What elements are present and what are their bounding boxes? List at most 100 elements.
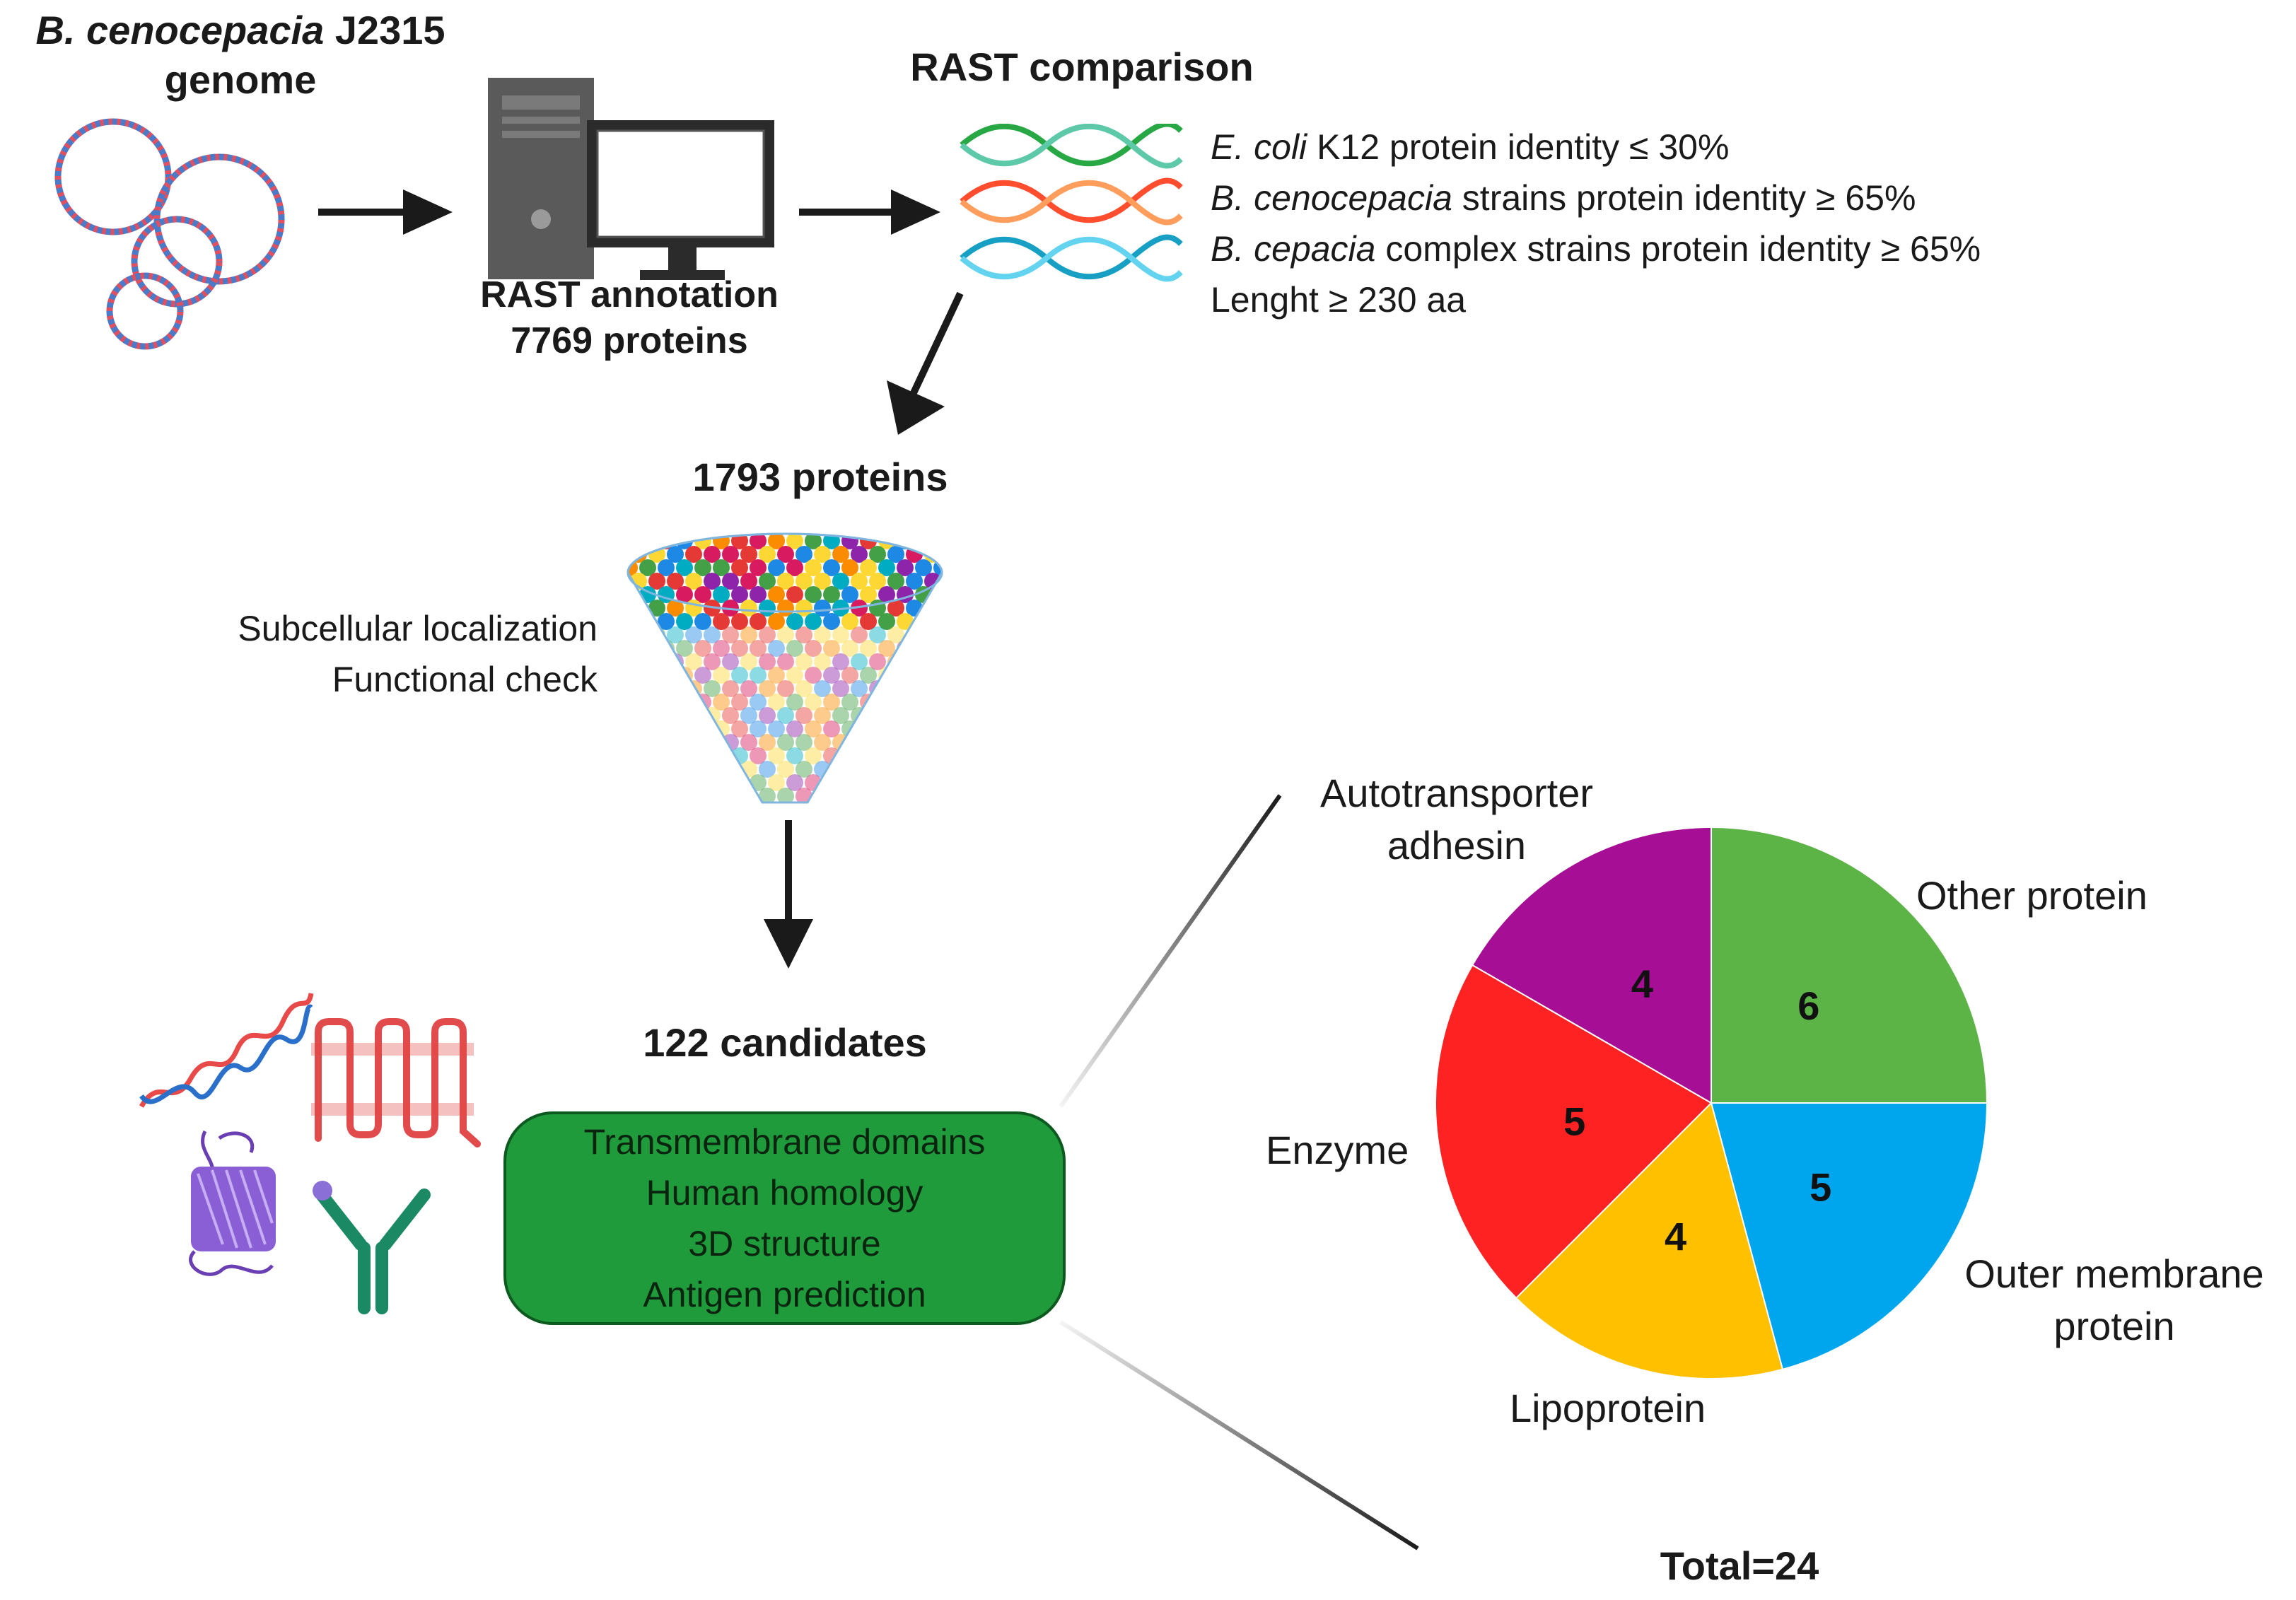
funnel-ball [694, 586, 711, 603]
funnel-ball [823, 774, 840, 791]
funnel-ball [887, 600, 904, 617]
funnel-ball [740, 734, 757, 751]
funnel-ball [759, 573, 776, 590]
funnel-ball [906, 761, 923, 778]
funnel-ball [823, 667, 840, 684]
funnel-ball [878, 586, 895, 603]
funnel-ball [933, 720, 942, 737]
funnel-ball [805, 559, 822, 576]
funnel-ball [786, 774, 803, 791]
funnel-ball [731, 640, 748, 657]
funnel-ball [832, 546, 849, 563]
analysis-human-homology: Human homology [646, 1173, 923, 1213]
filter-step-subcellular: Subcellular localization [238, 609, 598, 648]
funnel-ball [694, 667, 711, 684]
funnel-ball [943, 546, 948, 563]
dna-helices-icon [960, 124, 1183, 282]
funnel-ball [722, 653, 739, 670]
funnel-ball [906, 707, 923, 724]
funnel-ball [915, 559, 932, 576]
criterion-bcc: B. cepacia complex strains protein ident… [1211, 229, 1981, 269]
funnel-ball [694, 747, 711, 764]
funnel-ball [897, 640, 914, 657]
funnel-ball [796, 573, 812, 590]
funnel-ball [823, 613, 840, 630]
funnel-ball [814, 734, 831, 751]
annotation-line2: 7769 proteins [511, 320, 748, 361]
funnel-ball [704, 653, 721, 670]
analysis-3d-structure: 3D structure [688, 1224, 881, 1263]
funnel-ball [786, 586, 803, 603]
funnel-ball [841, 774, 858, 791]
funnel-ball [851, 653, 868, 670]
funnel-ball [832, 680, 849, 697]
funnel-ball [750, 559, 767, 576]
funnel-ball [814, 680, 831, 697]
funnel-ball [878, 694, 895, 711]
funnel-ball [933, 586, 942, 603]
antibody-icon [313, 1181, 431, 1314]
funnel-ball [768, 720, 785, 737]
funnel-ball [667, 653, 684, 670]
funnel-ball [887, 573, 904, 590]
funnel-ball [704, 546, 721, 563]
funnel-ball [722, 788, 739, 802]
funnel-ball [768, 694, 785, 711]
funnel-ball [685, 573, 702, 590]
funnel-ball [906, 734, 923, 751]
funnel-ball [685, 734, 702, 751]
funnel-ball [759, 653, 776, 670]
funnel-ball [805, 534, 822, 549]
funnel-ball [628, 694, 638, 711]
funnel-ball [768, 747, 785, 764]
funnel-ball [805, 747, 822, 764]
funnel-ball [628, 640, 638, 657]
funnel-ball [915, 534, 932, 549]
pie-connector-lines [1059, 794, 1419, 1551]
funnel-ball [933, 534, 942, 549]
funnel-ball [685, 653, 702, 670]
funnel-ball [943, 734, 948, 751]
funnel-ball [924, 788, 941, 802]
funnel-ball [658, 774, 675, 791]
funnel-ball [878, 613, 895, 630]
funnel-ball [869, 707, 886, 724]
funnel-ball [897, 747, 914, 764]
funnel-ball [630, 680, 647, 697]
funnel-ball [731, 559, 748, 576]
funnel-ball [777, 680, 794, 697]
funnel-ball [667, 573, 684, 590]
funnel-ball [851, 734, 868, 751]
genome-circles-icon [54, 118, 285, 350]
criterion-ecoli: E. coli K12 protein identity ≤ 30% [1211, 127, 1730, 167]
funnel-ball [869, 761, 886, 778]
pie-value-other: 6 [1797, 983, 1819, 1028]
funnel-ball [851, 573, 868, 590]
funnel-ball [685, 546, 702, 563]
funnel-ball [906, 653, 923, 670]
pie-slice-autotransporter [1471, 826, 1712, 1104]
funnel-ball [906, 680, 923, 697]
funnel-ball [658, 613, 675, 630]
funnel-ball [740, 653, 757, 670]
funnel-ball [832, 707, 849, 724]
funnel-ball [713, 559, 730, 576]
funnel-ball [667, 707, 684, 724]
funnel-ball [648, 626, 665, 643]
funnel-ball [887, 761, 904, 778]
proteins-count-label: 1793 proteins [692, 455, 948, 499]
funnel-ball [731, 586, 748, 603]
funnel-ball [786, 559, 803, 576]
funnel-ball [768, 667, 785, 684]
funnel-ball [658, 720, 675, 737]
funnel-ball [943, 653, 948, 670]
funnel-ball [869, 573, 886, 590]
funnel-ball [887, 734, 904, 751]
funnel-ball [639, 667, 656, 684]
criterion-length: Lenght ≥ 230 aa [1211, 280, 1467, 320]
funnel-ball [869, 546, 886, 563]
funnel-ball [713, 694, 730, 711]
funnel-ball [628, 667, 638, 684]
funnel-ball [676, 720, 693, 737]
funnel-ball [759, 546, 776, 563]
